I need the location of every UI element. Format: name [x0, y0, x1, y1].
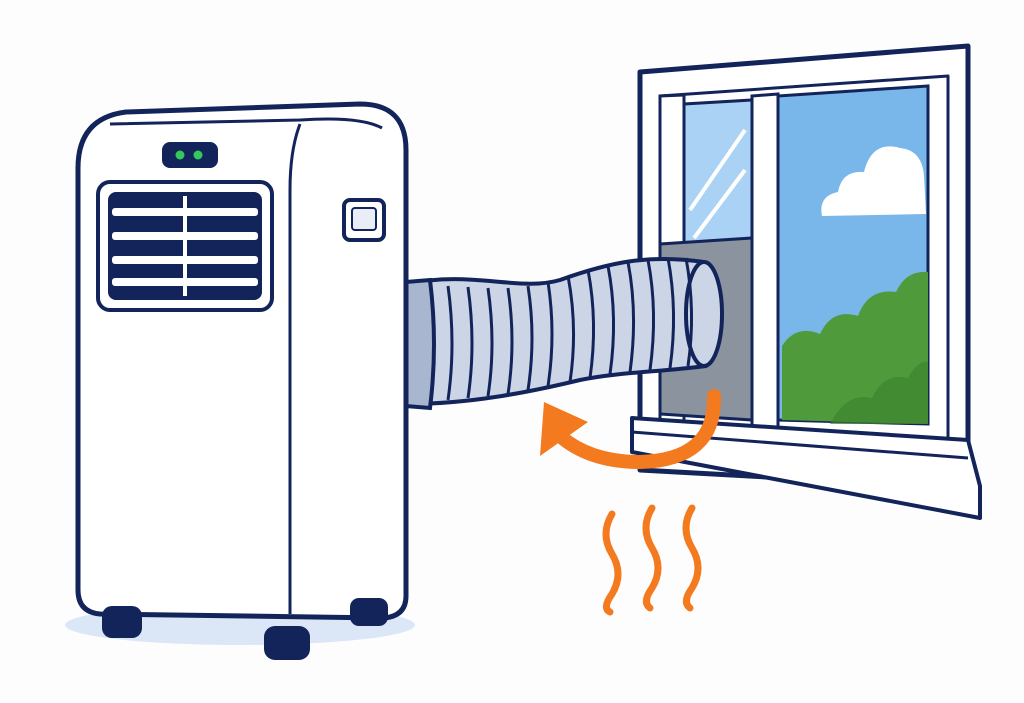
hose-collar: [404, 277, 436, 411]
ac-unit-icon: [75, 101, 409, 660]
heat-waves-icon: [602, 504, 702, 616]
cloud-icon: [821, 146, 926, 216]
hot-air-arrow-shaft: [553, 389, 722, 470]
heat-wave-1: [602, 510, 622, 616]
hot-air-arrow-head: [540, 402, 588, 456]
wheel-front-left: [102, 606, 142, 638]
window-sill-edge: [631, 430, 969, 460]
window-glare: [688, 128, 747, 240]
ac-wheels: [102, 598, 388, 660]
hose-ribs: [446, 257, 694, 401]
ac-top-edge: [109, 117, 383, 130]
heat-wave-3: [682, 504, 702, 612]
ac-side-handle-grip: [351, 207, 377, 231]
heat-wave-2: [642, 504, 662, 612]
ac-control-panel: [162, 142, 218, 168]
ac-side-edge: [288, 123, 302, 614]
window-mullion: [750, 92, 780, 432]
bush-shade: [830, 361, 928, 424]
mode-indicator-light: [193, 150, 203, 160]
exhaust-hose-icon: [404, 256, 724, 411]
wheel-front-right: [264, 626, 310, 660]
hot-air-arrow-icon: [540, 389, 722, 470]
window-sill: [630, 416, 982, 520]
ac-vent-slats: [112, 196, 258, 296]
power-indicator-light: [175, 150, 185, 160]
wheel-back-right: [350, 598, 388, 626]
hose-end-ring: [684, 260, 724, 368]
